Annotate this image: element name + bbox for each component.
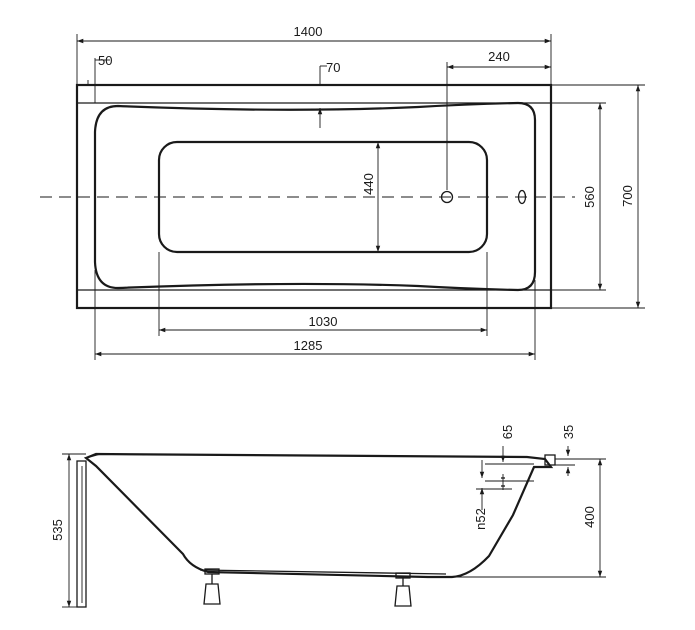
dim-inner-length: 1030 bbox=[309, 314, 338, 329]
dim-rim-left: 50 bbox=[98, 53, 112, 68]
dim-overflow-offset: 65 bbox=[500, 425, 515, 439]
rim-end-cap bbox=[544, 454, 556, 466]
dim-basin-width: 560 bbox=[582, 186, 597, 208]
front-panel bbox=[76, 460, 87, 608]
dim-total-height: 535 bbox=[50, 519, 65, 541]
dim-rim-top: 70 bbox=[326, 60, 340, 75]
basin-floor bbox=[157, 140, 489, 254]
side-view: 535 400 65 35 n52 bbox=[50, 425, 606, 608]
dim-overall-width: 700 bbox=[620, 185, 635, 207]
tub-outer-rim bbox=[75, 83, 553, 310]
dim-overflow-diameter: n52 bbox=[473, 508, 488, 530]
dim-overall-length: 1400 bbox=[294, 24, 323, 39]
dim-depth: 400 bbox=[582, 506, 597, 528]
dim-basin-length: 1285 bbox=[294, 338, 323, 353]
drain-icon bbox=[440, 190, 454, 204]
foot-left-icon bbox=[203, 568, 221, 605]
foot-right-icon bbox=[394, 572, 412, 607]
dim-rim-thickness: 35 bbox=[561, 425, 576, 439]
top-view: 1400 50 70 240 440 560 700 1030 bbox=[40, 24, 645, 360]
overflow-icon bbox=[517, 189, 527, 205]
dim-inner-width: 440 bbox=[361, 173, 376, 195]
dim-drain-offset: 240 bbox=[488, 49, 510, 64]
basin-outline bbox=[93, 101, 537, 292]
